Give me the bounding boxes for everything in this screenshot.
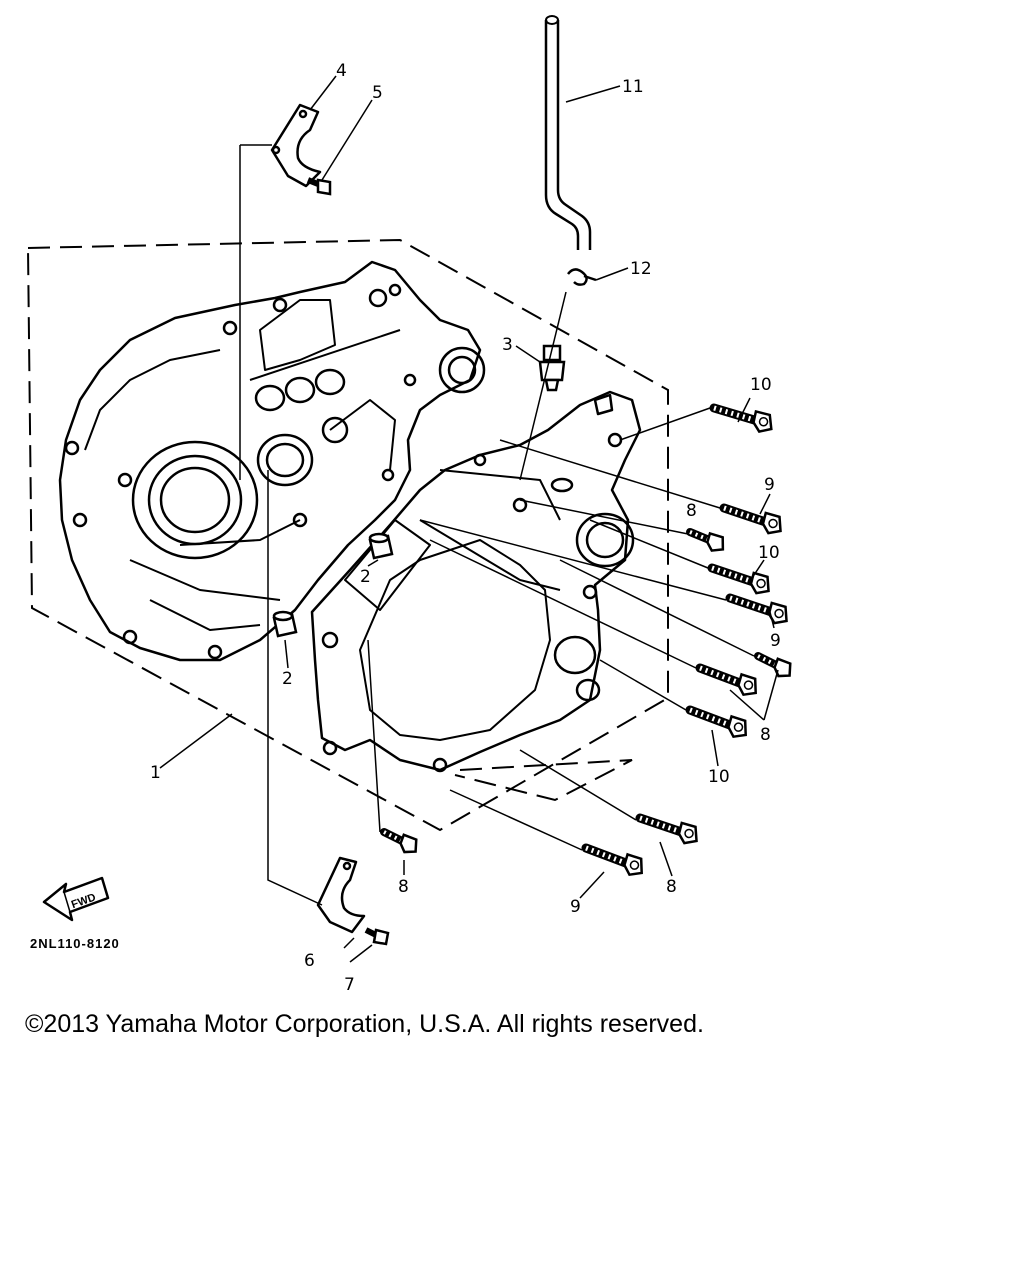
hose-clip [567,268,597,286]
bolt-8-bottom-left [382,832,418,854]
callout-9-top: 9 [764,475,775,495]
dowel-pin-upper [368,532,394,560]
callout-10-bottom: 10 [708,767,730,787]
callout-8-top: 8 [686,501,697,521]
bolt-10-bottom [688,710,748,738]
callout-6: 6 [304,951,315,971]
bearing-retainer-lower [316,856,366,934]
left-crankcase-half [58,260,486,662]
bolt-9-right [756,656,792,678]
crankcase-exploded-diagram: 1 2 2 3 4 5 6 7 8 8 8 8 9 9 9 10 10 10 1… [26,15,1024,995]
callout-8-lower-right: 8 [666,877,677,897]
bearing-retainer-upper [270,103,322,188]
callout-1: 1 [150,763,161,783]
callout-9-mid: 9 [770,631,781,651]
callout-9-bottom: 9 [570,897,581,917]
bolt-9-bottom [584,848,644,876]
breather-pipe [544,15,592,250]
bolt-8-lower-right [638,818,697,844]
bolt-10-mid [710,568,769,594]
forward-arrow-icon: FWD [42,876,110,922]
assembly-outline [26,238,669,832]
bolt-9-top [722,508,781,534]
retainer-screw-upper [306,177,332,196]
callout-8-right: 8 [760,725,771,745]
callouts: 1 2 2 3 4 5 6 7 8 8 8 8 9 9 9 10 10 10 1… [150,61,781,995]
callout-2-upper: 2 [360,567,371,587]
bolt-8-top [689,532,724,551]
copyright-notice: ©2013 Yamaha Motor Corporation, U.S.A. A… [25,1010,704,1038]
callout-11: 11 [622,77,644,97]
bolt-8-mid [698,668,758,696]
callout-10-top: 10 [750,375,772,395]
dowel-pin-lower [272,610,298,638]
callout-7: 7 [344,975,355,995]
callout-2-lower: 2 [282,669,293,689]
retainer-screw-lower [364,927,390,946]
callout-8-bottom-left: 8 [398,877,409,897]
leader-lines [159,75,779,963]
part-code: 2NL110-8120 [30,936,120,951]
callout-4: 4 [336,61,347,81]
callout-12: 12 [630,259,652,279]
callout-10-mid: 10 [758,543,780,563]
callout-3: 3 [502,335,513,355]
bolt-9-mid [728,598,787,624]
callout-5: 5 [372,83,383,103]
